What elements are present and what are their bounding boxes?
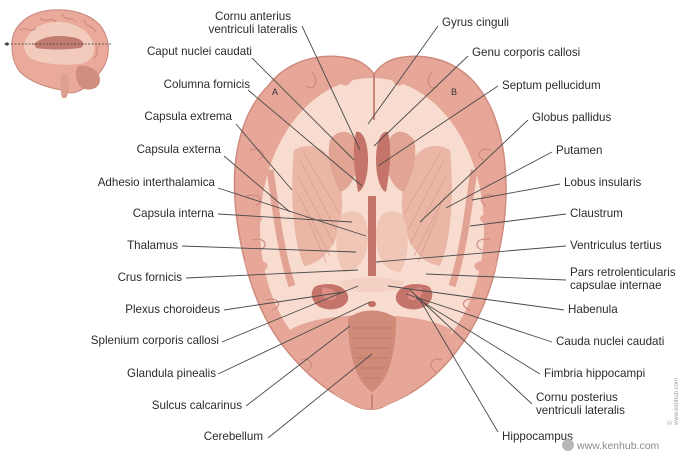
leader-lines bbox=[181, 25, 567, 439]
label-columna-fornicis: Columna fornicis bbox=[163, 78, 250, 91]
label-capsula-externa: Capsula externa bbox=[136, 143, 221, 156]
label-gyrus-cinguli: Gyrus cinguli bbox=[442, 16, 510, 29]
label-ventriculus-tertius: Ventriculus tertius bbox=[570, 239, 662, 252]
label-crus-fornicis: Crus fornicis bbox=[117, 271, 182, 284]
label-lobus-insularis: Lobus insularis bbox=[564, 176, 642, 189]
label-hippocampus: Hippocampus bbox=[502, 430, 573, 443]
label-globus-pallidus: Globus pallidus bbox=[532, 111, 612, 124]
kenhub-watermark: www.kenhub.com bbox=[562, 439, 659, 452]
side-copyright: © www.kenhub.com bbox=[668, 377, 680, 425]
label-adhesio-interthalamica: Adhesio interthalamica bbox=[97, 176, 215, 189]
label-habenula: Habenula bbox=[568, 303, 618, 316]
label-fimbria-hippocampi: Fimbria hippocampi bbox=[544, 367, 646, 380]
label-caput-nuclei-caudati: Caput nuclei caudati bbox=[146, 45, 252, 58]
label-genu-corporis-callosi: Genu corporis callosi bbox=[472, 46, 581, 59]
label-plexus-choroideus: Plexus choroideus bbox=[125, 303, 220, 316]
label-cornu-anterius: Cornu anterius ventriculi lateralis bbox=[208, 10, 298, 36]
label-septum-pellucidum: Septum pellucidum bbox=[502, 79, 601, 92]
hemisphere-mark-b: B bbox=[451, 87, 458, 97]
label-pars-retrolenticularis: Pars retrolenticularis capsulae internae bbox=[570, 266, 676, 292]
label-capsula-interna: Capsula interna bbox=[132, 207, 214, 220]
kenhub-logo-icon bbox=[562, 439, 574, 451]
hemisphere-mark-a: A bbox=[272, 87, 279, 97]
label-cerebellum: Cerebellum bbox=[203, 430, 263, 443]
axial-brain-section bbox=[233, 55, 507, 410]
label-thalamus: Thalamus bbox=[127, 239, 178, 252]
sagittal-reference-thumbnail bbox=[4, 9, 112, 98]
label-cauda-nuclei-caudati: Cauda nuclei caudati bbox=[556, 335, 665, 348]
label-splenium-corporis-callosi: Splenium corporis callosi bbox=[90, 334, 219, 347]
label-putamen: Putamen bbox=[556, 144, 603, 157]
label-claustrum: Claustrum bbox=[570, 207, 623, 220]
label-glandula-pinealis: Glandula pinealis bbox=[127, 367, 216, 380]
label-capsula-extrema: Capsula extrema bbox=[144, 110, 232, 123]
label-sulcus-calcarinus: Sulcus calcarinus bbox=[151, 399, 242, 412]
label-cornu-posterius: Cornu posterius ventriculi lateralis bbox=[536, 391, 625, 417]
